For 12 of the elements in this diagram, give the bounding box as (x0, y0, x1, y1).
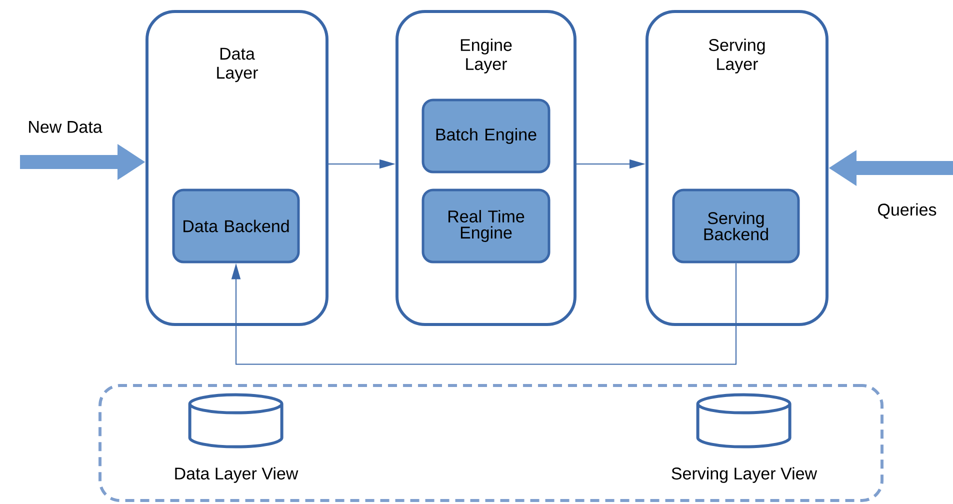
edge-label: Queries (878, 203, 936, 219)
component-box: Serving Backend (672, 188, 800, 264)
node-label: Data Layer View (175, 467, 298, 483)
component-box: Batch Engine (422, 98, 550, 174)
database-cylinder (188, 393, 284, 448)
component-box: Data Backend (172, 188, 300, 264)
edge-label: New Data (29, 121, 102, 133)
dashed-region (98, 384, 884, 502)
node-label: Serving Layer View (672, 467, 818, 483)
database-cylinder (696, 393, 792, 448)
component-box: Real Time Engine (422, 188, 550, 264)
arrow (231, 262, 736, 365)
